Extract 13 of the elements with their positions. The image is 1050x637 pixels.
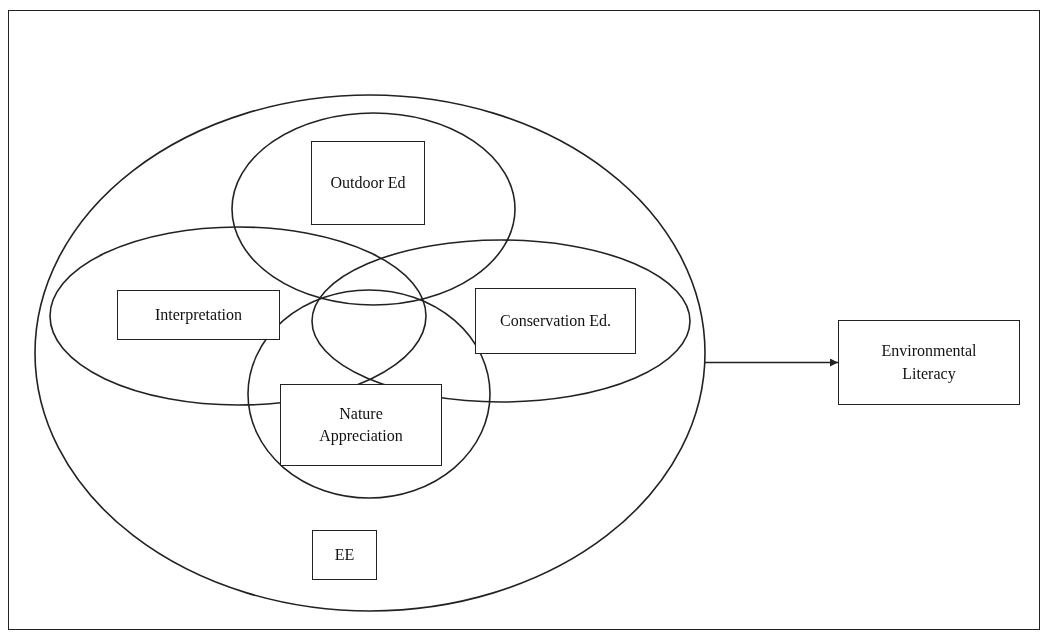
arrow — [704, 358, 839, 367]
box-label: Conservation Ed. — [499, 310, 612, 331]
box-label: Environmental Literacy — [880, 341, 978, 385]
text-box — [280, 384, 442, 466]
text-box — [312, 530, 377, 580]
text-box — [117, 290, 280, 340]
box-label: Outdoor Ed — [330, 172, 406, 193]
text-box — [475, 288, 636, 354]
text-box — [838, 320, 1020, 405]
text-box — [311, 141, 425, 225]
box-label: EE — [334, 544, 355, 565]
box-label: Interpretation — [154, 304, 243, 326]
box-label: Nature Appreciation — [318, 403, 404, 447]
